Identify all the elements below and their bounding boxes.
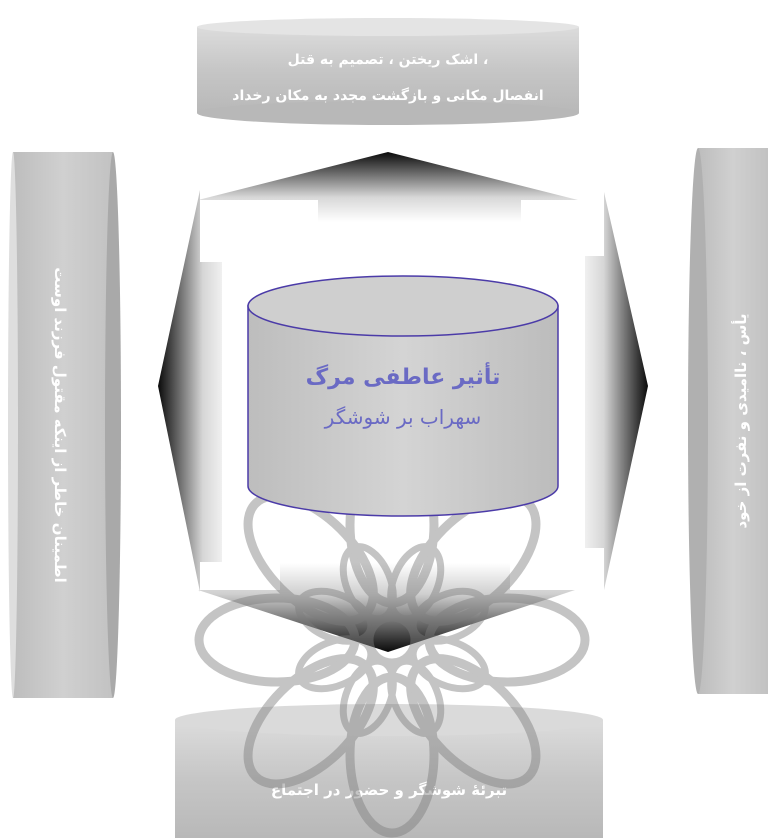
right-box: یأس ، ناامیدی و نفرت از خود	[688, 148, 768, 694]
left-box-label: اطمینان خاطر از اینکه مقتول فرزند اوست	[51, 267, 69, 583]
bottom-box: تبرئهٔ شوشگر و حضور در اجتماع	[175, 704, 603, 838]
left-box: اطمینان خاطر از اینکه مقتول فرزند اوست	[8, 152, 121, 698]
center-line2: سهراب بر شوشگر	[324, 405, 482, 429]
bottom-box-label: تبرئهٔ شوشگر و حضور در اجتماع	[271, 781, 507, 799]
top-box: اشک ریختن ، تصمیم به قتل ، انفصال مکانی …	[197, 18, 579, 125]
arrow-left	[158, 190, 222, 592]
center-cylinder: تأثیر عاطفی مرگ سهراب بر شوشگر	[248, 276, 558, 516]
top-box-line1: اشک ریختن ، تصمیم به قتل ،	[288, 52, 489, 68]
arrow-up	[198, 152, 578, 222]
top-box-line2: انفصال مکانی و بازگشت مجدد به مکان رخداد	[232, 87, 543, 104]
center-line1: تأثیر عاطفی مرگ	[306, 361, 501, 390]
arrow-right	[585, 192, 648, 590]
right-box-label: یأس ، ناامیدی و نفرت از خود	[731, 313, 750, 528]
